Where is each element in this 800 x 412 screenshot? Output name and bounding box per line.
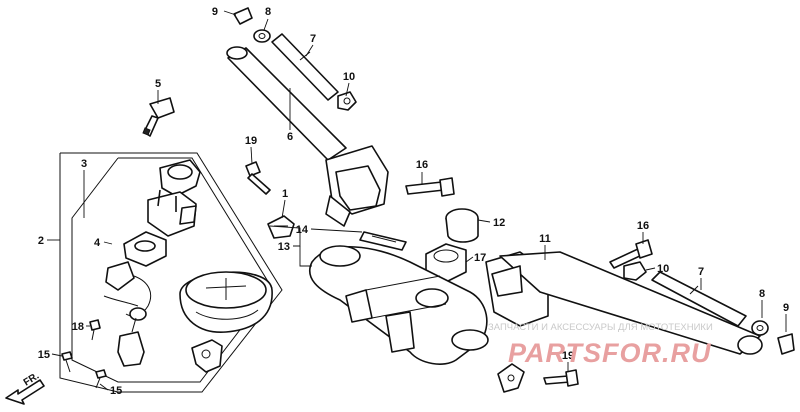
callout-1: 1 (282, 188, 288, 200)
callout-3: 3 (81, 158, 87, 170)
clamp-lower (497, 363, 525, 393)
callout-10-upper: 10 (343, 71, 355, 83)
callout-15-bottom: 15 (110, 385, 122, 397)
nut-10-upper (337, 91, 357, 111)
screw-18 (89, 319, 101, 341)
cover-bracket-part (191, 339, 223, 373)
clip-9-right (777, 333, 795, 355)
callout-17: 17 (474, 252, 486, 264)
callout-12: 12 (493, 217, 505, 229)
top-bridge-13 (309, 245, 489, 365)
switch-cover-part (179, 271, 273, 333)
callout-7-right: 7 (698, 266, 704, 278)
watermark-brand-ru: .RU (662, 338, 712, 368)
callout-9-right: 9 (783, 302, 789, 314)
callout-16-right: 16 (637, 220, 649, 232)
collar-8-right (751, 320, 769, 336)
callout-2: 2 (38, 235, 44, 247)
bolt-16-upper (405, 177, 455, 197)
callout-10-right: 10 (657, 263, 669, 275)
watermark-brand: PARTSFOR.RU (508, 338, 712, 368)
key-part (142, 97, 175, 137)
callout-4: 4 (94, 237, 101, 249)
plate-14 (359, 231, 407, 251)
ignition-group-frame (59, 152, 283, 393)
collar-8-upper (253, 29, 271, 43)
plug-12 (445, 208, 479, 243)
callout-16-upper: 16 (416, 159, 428, 171)
callout-11: 11 (539, 233, 551, 245)
bolt-16-right (609, 239, 653, 269)
bolt-19-lower (543, 369, 579, 387)
ignition-switch-part (147, 159, 201, 237)
watermark: ЗАПЧАСТИ И АКСЕССУАРЫ ДЛЯ МОТОТЕХНИКИ PA… (488, 322, 713, 368)
watermark-brand-parts: PARTS (508, 338, 602, 368)
callout-7-upper: 7 (310, 33, 316, 45)
callout-labels: 9 8 7 10 5 6 19 3 1 16 12 14 13 17 11 16… (38, 6, 789, 397)
nut-10-right (623, 261, 647, 281)
callout-5: 5 (155, 78, 161, 90)
callout-6: 6 (287, 131, 293, 143)
clip-9-upper (233, 7, 253, 25)
callout-8-upper: 8 (265, 6, 271, 18)
shaft-7-upper (271, 33, 339, 101)
screw-15-bottom (95, 369, 107, 389)
callout-19-lower: 19 (562, 350, 574, 362)
callout-13: 13 (278, 241, 290, 253)
watermark-tagline: ЗАПЧАСТИ И АКСЕССУАРЫ ДЛЯ МОТОТЕХНИКИ (488, 322, 713, 333)
handlebar-right-part (485, 251, 763, 355)
callout-19-upper: 19 (245, 135, 257, 147)
callout-8-right: 8 (759, 288, 765, 300)
handlebar-left-part (226, 46, 389, 227)
screw-15-left (61, 351, 73, 373)
callout-18: 18 (72, 321, 84, 333)
callout-9-upper: 9 (212, 6, 218, 18)
callout-14: 14 (296, 224, 309, 236)
leader-lines (47, 10, 787, 391)
callout-15-left: 15 (38, 349, 50, 361)
switch-module-part (103, 231, 167, 367)
front-direction-arrow: FR. (5, 371, 45, 405)
watermark-brand-for: FOR (602, 338, 662, 368)
bolt-19-upper (245, 161, 271, 195)
shaft-7-right (651, 271, 747, 327)
